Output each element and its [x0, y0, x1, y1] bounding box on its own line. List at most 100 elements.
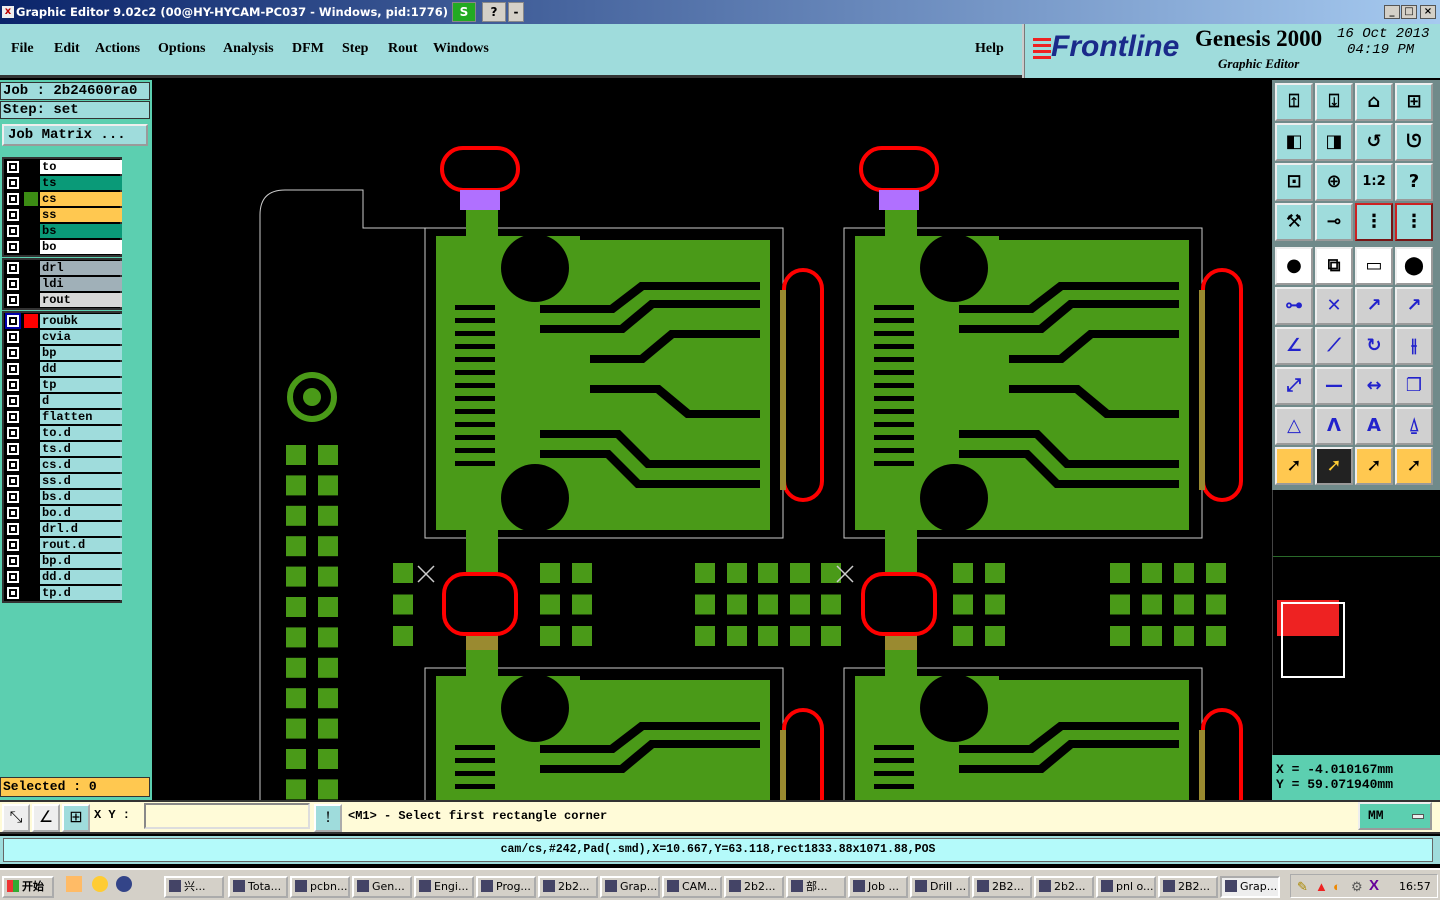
taskbar-button[interactable]: Grap...	[1220, 876, 1280, 898]
help-tray-button[interactable]: ?	[482, 2, 506, 22]
tray-update-icon[interactable]: ◐	[1333, 879, 1341, 894]
layer-checkbox[interactable]	[7, 161, 19, 173]
resize-icon[interactable]: ⤢	[1275, 367, 1313, 405]
menu-step[interactable]: Step	[342, 41, 369, 56]
layer-row-cs-d[interactable]: cs.d	[4, 457, 122, 473]
layer-color-swatch[interactable]	[24, 277, 38, 291]
tray-x-icon[interactable]: X	[1369, 877, 1380, 894]
netlist-icon[interactable]: ⋮	[1355, 203, 1393, 241]
add-pad-icon[interactable]: ●	[1275, 247, 1313, 285]
layer-name[interactable]: ts	[40, 176, 122, 190]
units-selector[interactable]: MM	[1358, 802, 1432, 830]
layer-row-bp[interactable]: bp	[4, 345, 122, 361]
taskbar-button[interactable]: pcbn...	[290, 876, 350, 898]
layer-name[interactable]: cs	[40, 192, 122, 206]
layer-name[interactable]: flatten	[40, 410, 122, 424]
quicklaunch-browser-icon[interactable]	[116, 876, 132, 892]
shape-a-icon[interactable]: △	[1275, 407, 1313, 445]
quicklaunch-editor-icon[interactable]	[66, 876, 82, 892]
layer-color-swatch[interactable]	[24, 293, 38, 307]
layer-row-bo-d[interactable]: bo.d	[4, 505, 122, 521]
tray-pen-icon[interactable]: ✎	[1297, 879, 1308, 894]
layer-row-ss[interactable]: ss	[4, 207, 122, 223]
layer-row-ss-d[interactable]: ss.d	[4, 473, 122, 489]
shape-c-icon[interactable]: A	[1355, 407, 1393, 445]
home-icon[interactable]: ⌂	[1355, 83, 1393, 121]
delete-icon[interactable]: ✕	[1315, 287, 1353, 325]
layer-checkbox[interactable]	[7, 241, 19, 253]
pan-right-icon[interactable]: ◨	[1315, 123, 1353, 161]
layer-row-to-d[interactable]: to.d	[4, 425, 122, 441]
layer-name[interactable]: drl.d	[40, 522, 122, 536]
layer-name[interactable]: to	[40, 160, 122, 174]
layer-checkbox[interactable]	[7, 278, 19, 290]
menu-actions[interactable]: Actions	[95, 41, 141, 56]
zoom-box-icon[interactable]: ⤡	[2, 804, 30, 832]
taskbar-button[interactable]: Engi...	[414, 876, 474, 898]
help-icon[interactable]: ?	[1395, 163, 1433, 201]
grid-icon[interactable]: ⊞	[62, 804, 90, 832]
overview-map[interactable]	[1272, 490, 1440, 755]
taskbar-button[interactable]: Tota...	[228, 876, 288, 898]
layer-checkbox[interactable]	[7, 459, 19, 471]
layer-checkbox[interactable]	[7, 379, 19, 391]
layer-checkbox[interactable]	[7, 395, 19, 407]
taskbar-button[interactable]: Drill ...	[910, 876, 970, 898]
minimize-button[interactable]: _	[1384, 5, 1400, 19]
tray-menu-button[interactable]: -	[508, 2, 524, 22]
layer-color-swatch[interactable]	[24, 346, 38, 360]
layer-row-ldi[interactable]: ldi	[4, 276, 122, 292]
taskbar-button[interactable]: 兴...	[164, 876, 224, 898]
layer-checkbox[interactable]	[7, 225, 19, 237]
layer-name[interactable]: tp.d	[40, 586, 122, 600]
layer-name[interactable]: rout	[40, 293, 122, 307]
layer-checkbox[interactable]	[7, 475, 19, 487]
maximize-button[interactable]: □	[1401, 5, 1417, 19]
layer-name[interactable]: ss	[40, 208, 122, 222]
move-icon[interactable]: ↗	[1355, 287, 1393, 325]
select-net-icon[interactable]: ➚	[1395, 447, 1433, 485]
layer-color-swatch[interactable]	[24, 474, 38, 488]
taskbar-button[interactable]: Grap...	[600, 876, 660, 898]
layer-name[interactable]: dd.d	[40, 570, 122, 584]
rotate-icon[interactable]: ∠	[1275, 327, 1313, 365]
taskbar-button[interactable]: Job ...	[848, 876, 908, 898]
snap-icon[interactable]: ⊸	[1315, 203, 1353, 241]
undo-view-icon[interactable]: ↺	[1355, 123, 1393, 161]
quicklaunch-clock-icon[interactable]	[92, 876, 108, 892]
layer-row-d[interactable]: d	[4, 393, 122, 409]
select-rect-icon[interactable]: ➚	[1315, 447, 1353, 485]
layer-color-swatch[interactable]	[24, 362, 38, 376]
layer-name[interactable]: d	[40, 394, 122, 408]
layer-color-swatch[interactable]	[24, 240, 38, 254]
layer-checkbox[interactable]	[7, 523, 19, 535]
layer-name[interactable]: ts.d	[40, 442, 122, 456]
layer-color-swatch[interactable]	[24, 458, 38, 472]
import-icon[interactable]: ⍗	[1315, 83, 1353, 121]
layer-checkbox[interactable]	[7, 294, 19, 306]
layer-name[interactable]: bs.d	[40, 490, 122, 504]
angle-snap-icon[interactable]: ∠	[32, 804, 60, 832]
taskbar-button[interactable]: 2b2...	[1034, 876, 1094, 898]
arc-icon[interactable]: ↻	[1355, 327, 1393, 365]
menu-analysis[interactable]: Analysis	[223, 41, 274, 56]
taskbar-button[interactable]: 2B2...	[972, 876, 1032, 898]
layer-color-swatch[interactable]	[24, 442, 38, 456]
copy-icon[interactable]: ⧉	[1315, 247, 1353, 285]
layer-row-bo[interactable]: bo	[4, 239, 122, 255]
line-icon[interactable]: ⟋	[1315, 327, 1353, 365]
layer-checkbox[interactable]	[7, 209, 19, 221]
shape-d-icon[interactable]: ⍙	[1395, 407, 1433, 445]
xy-input[interactable]	[144, 803, 310, 829]
layer-checkbox[interactable]	[7, 427, 19, 439]
taskbar-button[interactable]: pnl o...	[1096, 876, 1156, 898]
tray-gear-icon[interactable]: ⚙	[1351, 879, 1363, 894]
layer-color-swatch[interactable]	[24, 192, 38, 206]
snake-icon[interactable]: ᘎ	[1395, 123, 1433, 161]
layer-color-swatch[interactable]	[24, 224, 38, 238]
layer-checkbox[interactable]	[7, 587, 19, 599]
s-tray-button[interactable]: S	[452, 2, 476, 22]
select-icon[interactable]: ➚	[1275, 447, 1313, 485]
layer-checkbox[interactable]	[7, 193, 19, 205]
layer-color-swatch[interactable]	[24, 586, 38, 600]
